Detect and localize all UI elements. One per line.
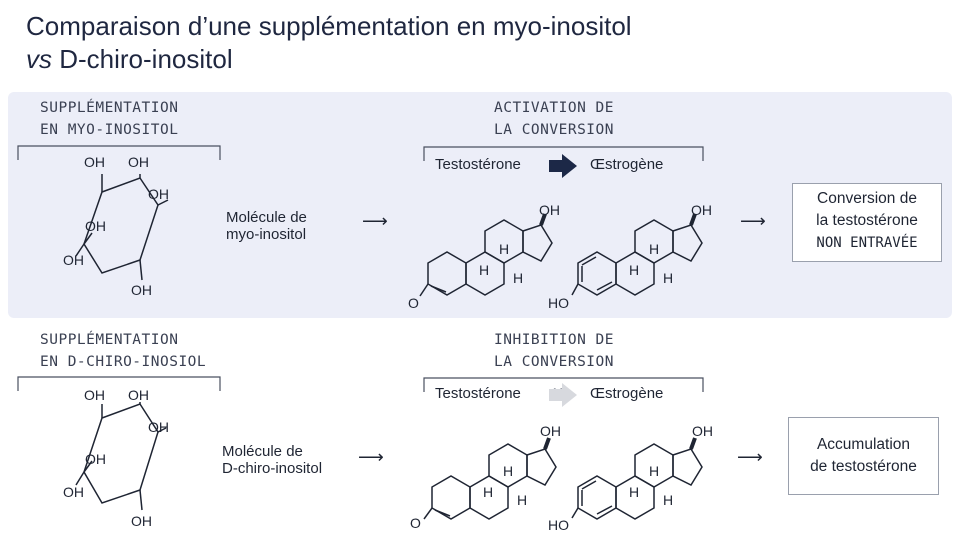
bottom-estrogen-labels: HO OH H H H (548, 423, 713, 533)
hydrogen-label: H (649, 241, 659, 257)
bottom-testosterone-structure (423, 437, 557, 520)
bottom-to-label: Œstrogène (590, 385, 664, 402)
top-supplement-label: SUPPLÉMENTATION EN MYO-INOSITOL (40, 97, 178, 141)
top-action-line-2: LA CONVERSION (494, 122, 614, 138)
top-action-label: ACTIVATION DE LA CONVERSION (494, 97, 614, 141)
bottom-supplement-line-1: SUPPLÉMENTATION (40, 332, 179, 348)
bottom-action-line-1: INHIBITION DE (494, 332, 614, 348)
top-conversion-bracket (423, 146, 704, 161)
top-arrow-1: ⟶ (362, 211, 388, 231)
bottom-action-line-2: LA CONVERSION (494, 354, 614, 370)
top-inositol-labels: OH OH OH OH OH OH (63, 154, 169, 298)
bottom-inositol-structure (75, 402, 167, 511)
bottom-supplement-line-2: EN D-CHIRO-INOSIOL (40, 354, 207, 370)
hydrogen-label: H (629, 484, 639, 500)
bottom-result-line-1: Accumulation (816, 436, 911, 453)
oh-label: OH (692, 423, 713, 439)
top-result-line-3: NON ENTRAVÉE (816, 235, 918, 251)
bottom-action-label: INHIBITION DE LA CONVERSION (494, 329, 614, 373)
top-inositol-structure (75, 174, 169, 281)
oh-label: OH (148, 419, 169, 435)
bottom-result-box: Accumulation de testostérone (788, 417, 939, 495)
hydrogen-label: H (503, 463, 513, 479)
hydrogen-label: H (479, 262, 489, 278)
hydrogen-label: H (513, 270, 523, 286)
oh-label: OH (128, 387, 149, 403)
top-molecule-line-1: Molécule de (226, 209, 307, 226)
bottom-conversion-bracket (423, 377, 704, 392)
bottom-result-line-2: de testostérone (810, 458, 917, 475)
bottom-molecule-line-1: Molécule de (222, 443, 303, 460)
oh-label: OH (128, 154, 149, 170)
top-result-line-1: Conversion de (817, 190, 917, 207)
top-action-line-1: ACTIVATION DE (494, 100, 614, 116)
top-arrow-2: ⟶ (740, 211, 766, 231)
hydrogen-label: H (517, 492, 527, 508)
bottom-inositol-bracket (17, 376, 221, 391)
bottom-molecule-caption: Molécule de D-chiro-inositol (222, 443, 322, 477)
top-result-line-2: la testostérone (816, 212, 918, 229)
hydrogen-label: H (649, 463, 659, 479)
title-line-2: vs D-chiro-inositol (26, 43, 632, 76)
top-estrogen-labels: HO OH H H H (548, 202, 712, 311)
oh-label: OH (85, 218, 106, 234)
ho-label: HO (548, 295, 569, 311)
bottom-estrogen-structure (571, 437, 703, 520)
bottom-arrow-2: ⟶ (737, 447, 763, 467)
top-supplement-line-1: SUPPLÉMENTATION (40, 100, 179, 116)
hydrogen-label: H (663, 492, 673, 508)
top-inositol-bracket (17, 145, 221, 160)
top-result-box: Conversion de la testostérone NON ENTRAV… (792, 183, 942, 262)
oh-label: OH (84, 154, 105, 170)
oxygen-label: O (410, 515, 421, 531)
oh-label: OH (84, 387, 105, 403)
hydrogen-label: H (663, 270, 673, 286)
top-molecule-caption: Molécule de myo-inositol (226, 209, 307, 243)
oh-label: OH (691, 202, 712, 218)
blocked-conversion-arrow-icon (549, 383, 577, 407)
oh-label: OH (131, 513, 152, 529)
top-supplement-line-2: EN MYO-INOSITOL (40, 122, 179, 138)
bottom-testosterone-labels: O OH H H H (410, 423, 561, 531)
oxygen-label: O (408, 295, 419, 311)
oh-label: OH (131, 282, 152, 298)
top-molecule-line-2: myo-inositol (226, 226, 307, 243)
oh-label: OH (148, 186, 169, 202)
hydrogen-label: H (629, 262, 639, 278)
conversion-arrow-icon (549, 154, 577, 178)
oh-label: OH (63, 484, 84, 500)
bottom-inositol-labels: OH OH OH OH OH OH (63, 387, 169, 529)
top-testosterone-structure (419, 213, 553, 297)
top-testosterone-labels: O OH H H H (408, 202, 560, 311)
ho-label: HO (548, 517, 569, 533)
oh-label: OH (85, 451, 106, 467)
oh-label: OH (539, 202, 560, 218)
top-estrogen-structure (571, 213, 703, 296)
top-from-label: Testostérone (435, 156, 521, 173)
page-title: Comparaison d’une supplémentation en myo… (26, 10, 632, 76)
bottom-molecule-line-2: D-chiro-inositol (222, 460, 323, 477)
bottom-supplement-label: SUPPLÉMENTATION EN D-CHIRO-INOSIOL (40, 329, 206, 373)
title-rest: D-chiro-inositol (52, 44, 233, 74)
hydrogen-label: H (499, 241, 509, 257)
hydrogen-label: H (483, 484, 493, 500)
title-line-1: Comparaison d’une supplémentation en myo… (26, 11, 632, 41)
oh-label: OH (63, 252, 84, 268)
title-vs: vs (26, 44, 52, 74)
oh-label: OH (540, 423, 561, 439)
bottom-arrow-1: ⟶ (358, 447, 384, 467)
top-to-label: Œstrogène (590, 156, 664, 173)
bottom-from-label: Testostérone (435, 385, 521, 402)
